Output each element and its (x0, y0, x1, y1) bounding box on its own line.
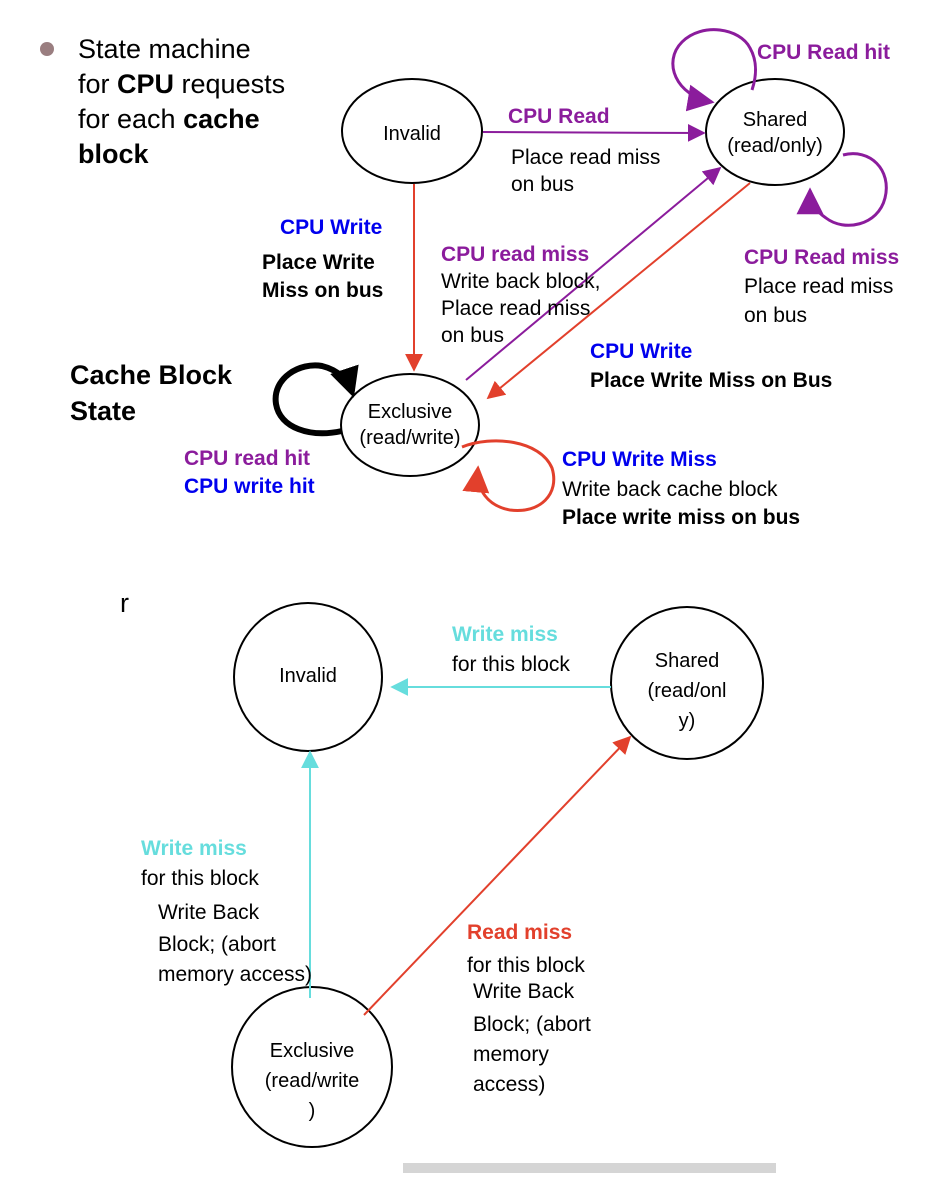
bottom-exclusive-state-circle (231, 986, 393, 1148)
write-back-block-label: Write back block, (441, 270, 601, 293)
shared-state-label-2: (read/only) (727, 135, 823, 157)
bullet-line-4: block (78, 139, 149, 169)
bottom-shared-state-circle (610, 606, 764, 760)
cpu-write-label: CPU Write (280, 216, 383, 239)
exclusive-state-label-1: Exclusive (367, 401, 453, 423)
bottom-exclusive-state-label-2: (read/write (264, 1070, 360, 1092)
write-miss-top-label: Write miss (452, 623, 558, 646)
shared-read-miss-loop (796, 152, 888, 227)
shared-state-circle (705, 78, 845, 186)
cpu-read-hit-label: CPU Read hit (757, 41, 891, 64)
bottom-shared-state-label-2: (read/onl (647, 680, 727, 702)
cpu-write-2-label: CPU Write (590, 340, 693, 363)
write-back-left-label-3: memory access) (158, 963, 313, 986)
place-read-miss-left-label: Place read miss (441, 297, 591, 320)
bottom-exclusive-state-label-3: ) (308, 1100, 316, 1122)
place-read-miss-label-2: on bus (511, 173, 575, 196)
for-this-block-right-label: for this block (467, 954, 585, 977)
place-write-miss-on-bus-label: Place Write Miss on Bus (590, 369, 833, 392)
exclusive-write-miss-loop (461, 439, 556, 512)
write-back-right-label-3: memory (473, 1043, 549, 1066)
bullet-line-1: State machine (78, 34, 251, 64)
bottom-shared-state-label-1: Shared (654, 650, 720, 672)
cpu-write-miss-label: CPU Write Miss (562, 448, 717, 471)
shared-state-label-1: Shared (742, 109, 808, 131)
exclusive-to-shared-arrow (465, 166, 722, 381)
bottom-invalid-state-label: Invalid (279, 665, 337, 687)
place-write-label-1: Place Write (262, 251, 375, 274)
invalid-state-circle (341, 78, 483, 184)
write-miss-left-label: Write miss (141, 837, 247, 860)
for-this-block-left-label: for this block (141, 867, 259, 890)
place-write-label-2: Miss on bus (262, 279, 384, 302)
exclusive-state-circle (340, 373, 480, 477)
write-back-left-label-2: Block; (abort (158, 933, 276, 956)
bottom-shared-state-label-3: y) (678, 710, 696, 732)
stray-letter: r (120, 588, 129, 618)
for-this-block-top-label: for this block (452, 653, 570, 676)
bullet-line-2: for CPU requests (78, 69, 286, 99)
bullet-dot-icon (40, 42, 54, 56)
cache-block-state-label-2: State (70, 396, 137, 426)
invalid-to-shared-arrow (482, 123, 706, 142)
exclusive-to-shared-read-miss-arrow (363, 735, 632, 1016)
place-read-miss-label-1: Place read miss (511, 146, 661, 169)
cpu-read-hit-exclusive-label: CPU read hit (184, 447, 311, 470)
cache-block-state-label-1: Cache Block (70, 360, 233, 390)
cpu-read-label: CPU Read (508, 105, 610, 128)
place-write-miss-bus-label: Place write miss on bus (562, 506, 801, 529)
cpu-read-miss-left-label: CPU read miss (441, 243, 590, 266)
exclusive-state-label-2: (read/write) (359, 427, 461, 449)
exclusive-hit-loop (272, 362, 359, 437)
write-back-right-label-4: access) (473, 1073, 546, 1096)
shared-to-exclusive-arrow (486, 182, 751, 400)
shared-read-hit-loop (671, 28, 757, 112)
bottom-exclusive-state-label-1: Exclusive (269, 1040, 355, 1062)
cpu-read-miss-right-label: CPU Read miss (744, 246, 900, 269)
on-bus-left-label: on bus (441, 324, 505, 347)
horizontal-scrollbar[interactable] (403, 1163, 776, 1173)
write-back-cache-block-label: Write back cache block (562, 478, 778, 501)
cpu-write-hit-label: CPU write hit (184, 475, 315, 498)
invalid-state-label: Invalid (383, 123, 441, 145)
bullet-line-3: for each cache (78, 104, 260, 134)
read-miss-label: Read miss (467, 921, 573, 944)
write-back-right-label-1: Write Back (473, 980, 575, 1003)
write-back-right-label-2: Block; (abort (473, 1013, 591, 1036)
place-read-miss-right-label-2: on bus (744, 304, 808, 327)
place-read-miss-right-label-1: Place read miss (744, 275, 894, 298)
write-back-left-label-1: Write Back (158, 901, 260, 924)
